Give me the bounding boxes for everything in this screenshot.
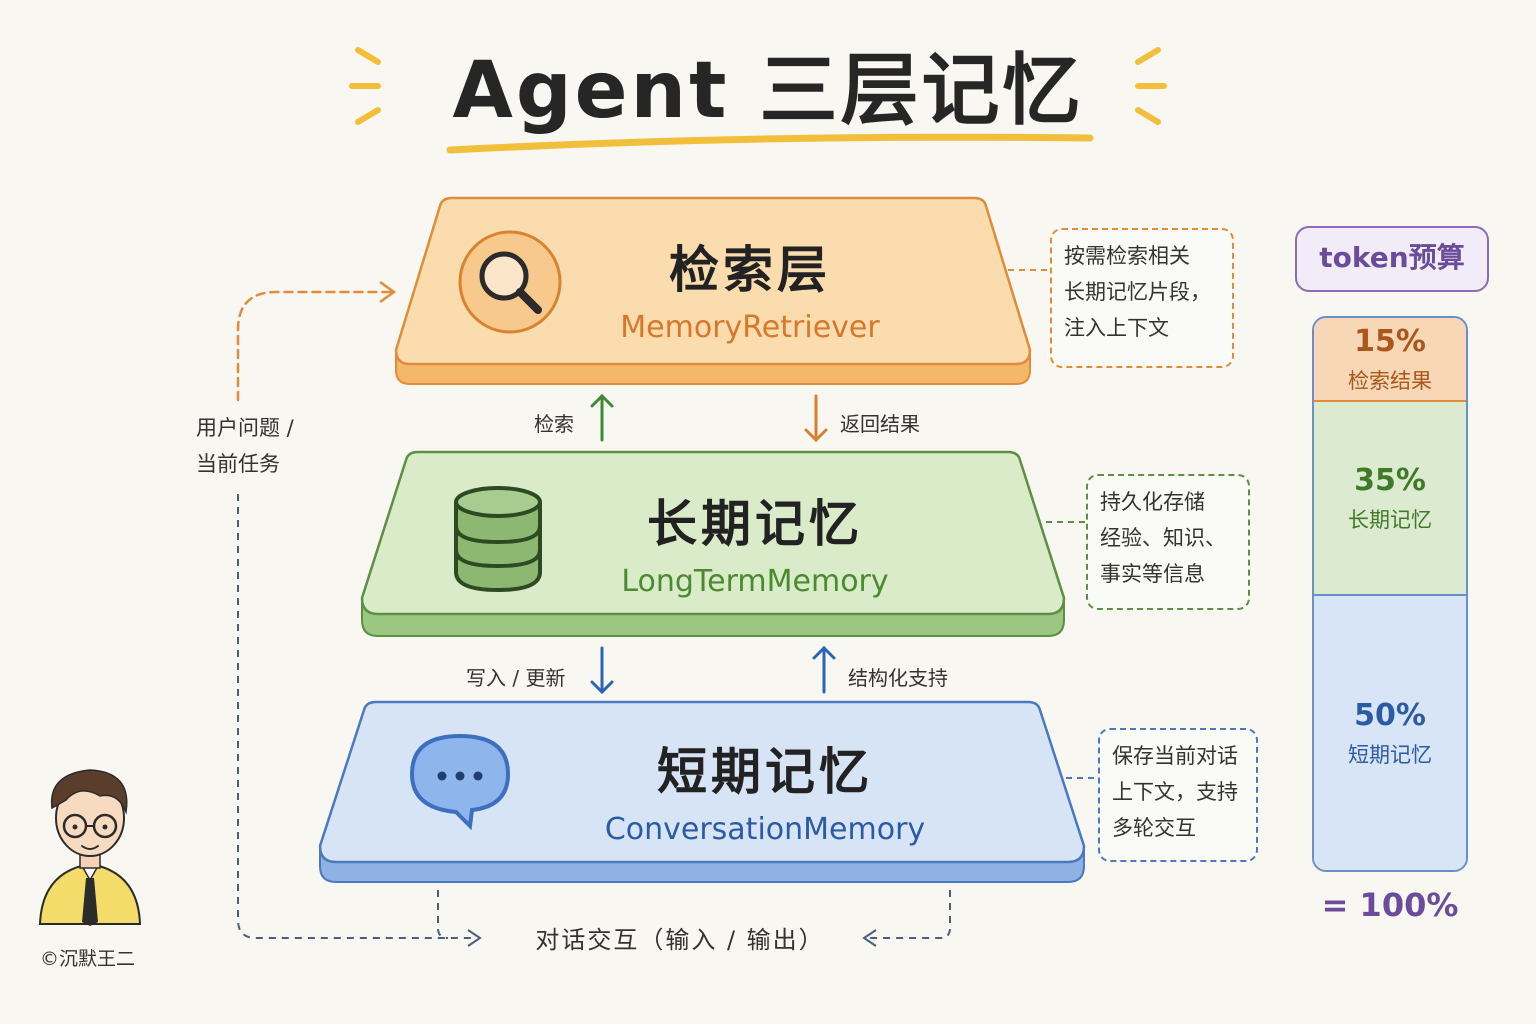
budget-segment-percent: 35% xyxy=(1354,462,1426,498)
avatar xyxy=(38,769,142,926)
long-term-note-line: 事实等信息 xyxy=(1100,562,1205,586)
retriever-class-name: MemoryRetriever xyxy=(620,310,880,345)
short-term-note: 保存当前对话 上下文，支持 多轮交互 xyxy=(1098,728,1258,862)
short-term-layer: 短期记忆 ConversationMemory xyxy=(560,732,970,847)
long-term-note-line: 经验、知识、 xyxy=(1100,526,1226,550)
chat-bubble-icon xyxy=(409,733,511,831)
budget-segment-percent: 15% xyxy=(1354,323,1426,359)
budget-segment-short-term: 50% 短期记忆 xyxy=(1314,596,1466,870)
retriever-layer: 检索层 MemoryRetriever xyxy=(560,230,940,345)
structured-support-label: 结构化支持 xyxy=(848,666,948,690)
short-term-note-line: 上下文，支持 xyxy=(1112,780,1238,804)
retriever-note: 按需检索相关 长期记忆片段， 注入上下文 xyxy=(1050,228,1234,368)
token-budget-bar: 15% 检索结果 35% 长期记忆 50% 短期记忆 xyxy=(1312,316,1468,872)
token-budget-total: = 100% xyxy=(1321,886,1459,924)
short-term-layer-title: 短期记忆 xyxy=(657,743,873,801)
short-term-note-line: 保存当前对话 xyxy=(1112,744,1238,768)
dialog-arrowhead-right xyxy=(862,929,877,947)
token-budget-title: token预算 xyxy=(1295,226,1489,292)
budget-segment-retrieval: 15% 检索结果 xyxy=(1314,318,1466,403)
short-term-layer-shape xyxy=(318,700,1086,883)
dialog-loop-connector xyxy=(237,494,951,939)
title-underline xyxy=(446,133,1094,154)
long-term-class-name: LongTermMemory xyxy=(621,564,889,599)
sparkle-left-icon xyxy=(349,47,381,125)
copyright: ©沉默王二 xyxy=(40,948,136,970)
user-query-arrowhead xyxy=(379,280,397,304)
long-term-layer-title: 长期记忆 xyxy=(647,495,863,553)
retrieve-label: 检索 xyxy=(534,412,574,436)
return-results-label: 返回结果 xyxy=(840,412,920,436)
long-term-note-line: 持久化存储 xyxy=(1100,490,1205,514)
sparkle-right-icon xyxy=(1135,47,1167,125)
dialog-label: 对话交互（输入 / 输出） xyxy=(535,926,825,954)
page-title: Agent 三层记忆 xyxy=(452,46,1084,136)
budget-segment-label: 检索结果 xyxy=(1348,368,1432,393)
structured-support-arrow xyxy=(812,645,836,694)
user-query-label-line: 当前任务 xyxy=(196,452,280,476)
retrieve-arrow xyxy=(590,393,614,442)
budget-segment-label: 短期记忆 xyxy=(1348,742,1432,767)
retriever-layer-shape xyxy=(394,196,1032,385)
user-query-label: 用户问题 / 当前任务 xyxy=(196,410,294,482)
retriever-note-line: 长期记忆片段， xyxy=(1064,280,1211,304)
dialog-arrowhead-left xyxy=(467,929,482,947)
budget-segment-long-term: 35% 长期记忆 xyxy=(1314,402,1466,596)
retriever-note-line: 按需检索相关 xyxy=(1064,244,1190,268)
user-query-label-line: 用户问题 / xyxy=(196,416,294,440)
write-update-arrow xyxy=(590,646,614,695)
budget-segment-label: 长期记忆 xyxy=(1348,507,1432,532)
write-update-label: 写入 / 更新 xyxy=(466,666,566,690)
budget-segment-percent: 50% xyxy=(1354,697,1426,733)
retriever-layer-title: 检索层 xyxy=(669,241,831,299)
short-term-note-line: 多轮交互 xyxy=(1112,816,1196,840)
short-term-class-name: ConversationMemory xyxy=(604,812,926,847)
long-term-note: 持久化存储 经验、知识、 事实等信息 xyxy=(1086,474,1250,610)
retriever-note-line: 注入上下文 xyxy=(1064,316,1169,340)
user-query-arrow xyxy=(236,290,394,402)
magnifier-icon xyxy=(458,230,562,334)
long-term-layer: 长期记忆 LongTermMemory xyxy=(560,484,950,599)
return-results-arrow xyxy=(804,394,828,443)
database-icon xyxy=(454,486,542,593)
